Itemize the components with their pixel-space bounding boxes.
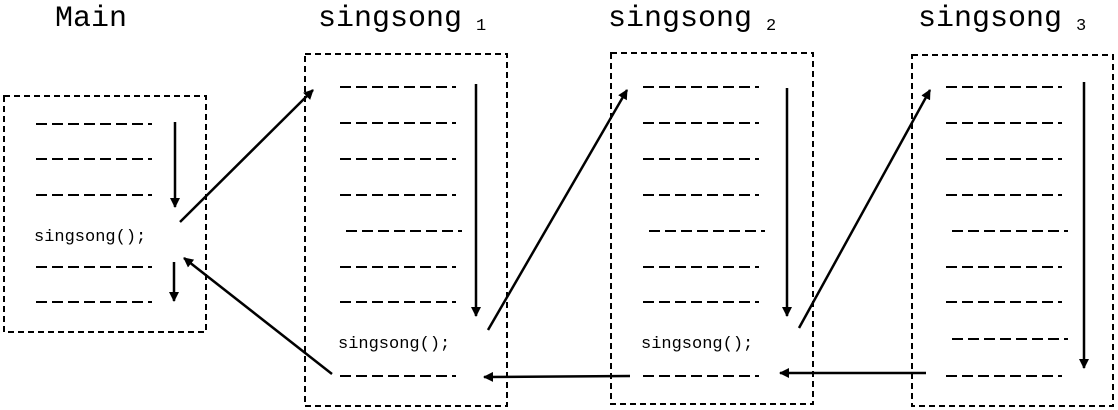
frame-1-index: 1 xyxy=(476,17,486,36)
call-arrow-frame-1-to-frame-2 xyxy=(486,89,629,331)
frame-1-border xyxy=(304,53,508,407)
frame-3 xyxy=(911,54,1114,407)
frame-3-border xyxy=(911,54,1114,407)
frame-2-index: 2 xyxy=(766,17,776,36)
return-arrow-frame-1-to-main xyxy=(183,257,333,375)
call-arrow-main-to-frame-1 xyxy=(179,89,314,223)
call-arrow-frame-2-to-frame-3 xyxy=(797,89,932,329)
frame-3-title: singsong 3 xyxy=(918,2,1086,36)
frame-2: singsong(); xyxy=(610,52,814,405)
main-frame: singsong(); xyxy=(3,95,207,333)
frame-1-title: singsong 1 xyxy=(318,2,486,36)
frame-1-title-text: singsong xyxy=(318,2,462,36)
return-arrow-frame-2-to-frame-1 xyxy=(483,371,631,382)
frame-1: singsong(); xyxy=(304,53,508,407)
frame-2-title: singsong 2 xyxy=(608,2,776,36)
frame-2-title-text: singsong xyxy=(608,2,752,36)
main-call-text: singsong(); xyxy=(34,228,146,247)
frame-2-border xyxy=(610,52,814,405)
main-title: Main xyxy=(55,2,127,36)
frame-2-call-text: singsong(); xyxy=(641,335,753,354)
frame-3-index: 3 xyxy=(1076,17,1086,36)
main-frame-border xyxy=(3,95,207,333)
frame-3-title-text: singsong xyxy=(918,2,1062,36)
frame-1-call-text: singsong(); xyxy=(338,335,450,354)
